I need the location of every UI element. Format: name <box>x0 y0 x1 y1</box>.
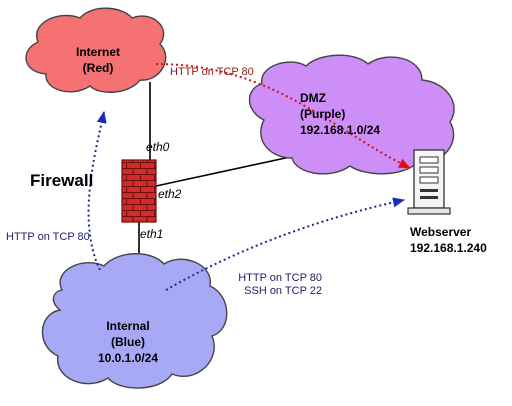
dmz-cloud <box>248 54 455 175</box>
eth0-label: eth0 <box>146 140 170 154</box>
flow-internal-to-internet <box>87 111 107 271</box>
flow-label-internal-web-ssh: SSH on TCP 22 <box>244 285 322 297</box>
flow-label-internal-internet: HTTP on TCP 80 <box>6 231 90 243</box>
internal-cloud <box>41 253 228 389</box>
webserver-ip: 192.168.1.240 <box>410 241 487 255</box>
flow-label-internal-web-http: HTTP on TCP 80 <box>238 272 322 284</box>
webserver-name: Webserver <box>410 225 471 239</box>
internet-zone: (Red) <box>83 61 114 75</box>
dmz-subnet: 192.168.1.0/24 <box>300 123 380 137</box>
flow-internal-to-webserver <box>165 197 405 291</box>
link-firewall-dmz <box>155 156 291 187</box>
eth1-label: eth1 <box>140 227 163 241</box>
flow-label-internet-web: HTTP on TCP 80 <box>170 66 254 78</box>
internal-subnet: 10.0.1.0/24 <box>98 351 158 365</box>
dmz-zone: (Purple) <box>300 107 345 121</box>
internal-name: Internal <box>106 319 149 333</box>
eth2-label: eth2 <box>158 187 182 201</box>
dmz-name: DMZ <box>300 91 326 105</box>
firewall-label: Firewall <box>30 171 93 190</box>
internet-cloud <box>25 7 167 93</box>
firewall-icon <box>121 159 157 223</box>
webserver-icon <box>407 149 451 215</box>
internet-name: Internet <box>76 45 120 59</box>
internal-zone: (Blue) <box>111 335 145 349</box>
